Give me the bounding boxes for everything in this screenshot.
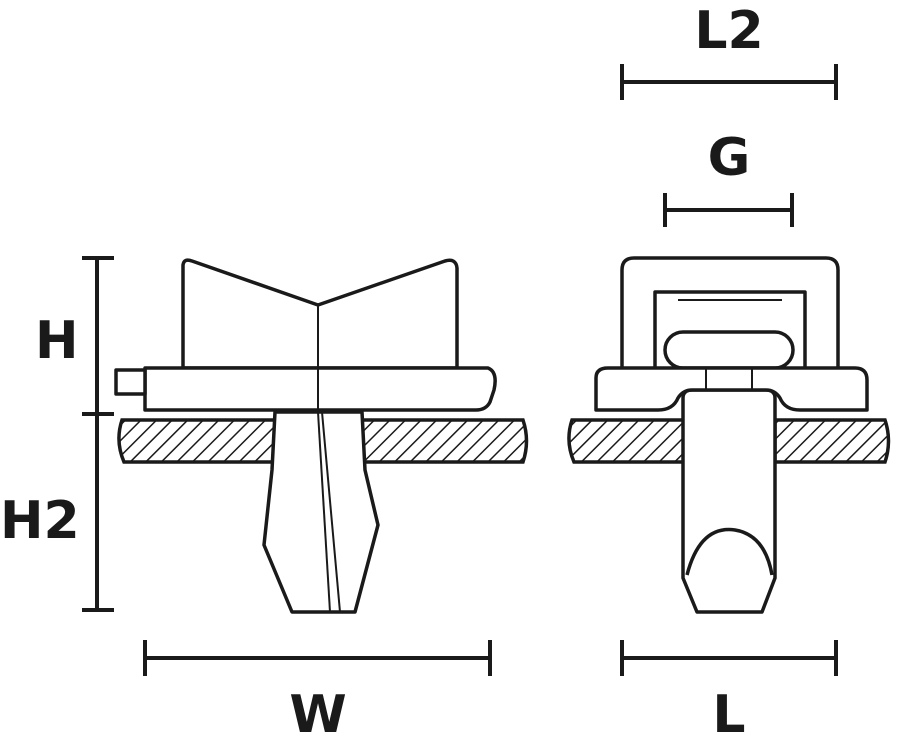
length-dimension — [620, 640, 838, 676]
panel-left-front — [117, 418, 280, 464]
anchor-stem-side — [681, 388, 777, 614]
label-l2: L2 — [694, 1, 763, 61]
label-g: G — [708, 128, 751, 188]
panel-right-front — [360, 418, 529, 464]
panel-right-side — [773, 418, 891, 464]
stem-split-line — [317, 411, 331, 613]
height-dimension — [82, 256, 114, 612]
label-h2: H2 — [0, 491, 80, 551]
base-plate-front — [143, 366, 497, 412]
base-plate-side — [594, 366, 869, 412]
stem-tip-curve — [685, 527, 774, 576]
tie-pad-side — [663, 330, 795, 370]
width-dimension — [143, 640, 492, 676]
front-view — [114, 258, 529, 614]
label-l: L — [712, 685, 745, 740]
length-top-dimension — [620, 64, 838, 100]
gap-dimension — [663, 193, 794, 227]
anchor-stem-front — [262, 410, 380, 614]
base-tab-front — [114, 368, 147, 396]
label-h: H — [35, 311, 79, 371]
label-w: W — [289, 685, 346, 740]
saddle-v-front — [181, 258, 459, 370]
side-view — [567, 256, 891, 614]
panel-left-side — [567, 418, 687, 464]
stem-split-line-2 — [321, 411, 341, 613]
